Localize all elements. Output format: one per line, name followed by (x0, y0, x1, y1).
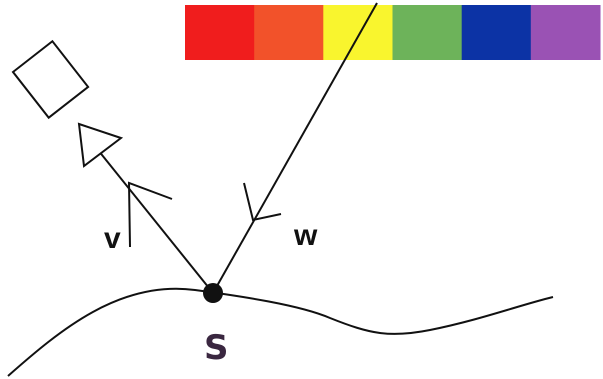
incident-ray-line (212, 2, 378, 294)
surface-curve (7, 287, 554, 377)
incident-vector-label: w (293, 219, 318, 252)
spectrum-swatch (392, 5, 463, 60)
spectrum-swatch (254, 5, 324, 60)
spectrum-swatch (530, 5, 601, 60)
spectrum-swatch (323, 5, 393, 60)
view-ray-arrowhead (127, 181, 173, 248)
spectrum-swatch (461, 5, 532, 60)
view-ray-line (97, 149, 214, 294)
camera-lens (77, 122, 124, 168)
view-vector-label: v (104, 222, 121, 255)
camera-body (11, 39, 90, 120)
surface-point-dot (203, 283, 223, 303)
camera-icon (11, 39, 124, 168)
spectrum-swatch (185, 5, 255, 60)
surface-point-label: S (204, 328, 229, 368)
color-spectrum-bar (185, 5, 601, 60)
incident-ray-arrowhead (243, 182, 282, 222)
